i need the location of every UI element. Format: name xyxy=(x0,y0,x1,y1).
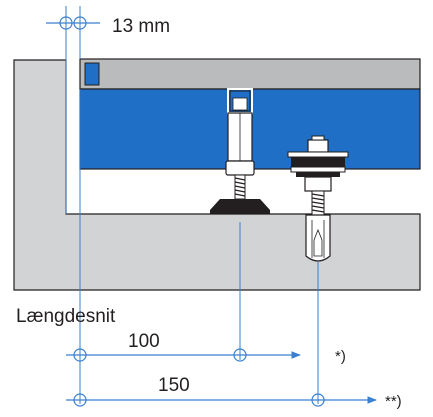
foot-nut xyxy=(225,160,255,176)
anchor-bolt xyxy=(287,135,349,262)
gap-dimension xyxy=(46,6,100,214)
note-2-label: **) xyxy=(385,393,402,410)
foot-housing-window xyxy=(232,97,248,111)
top-rail xyxy=(79,58,421,90)
note-1-label: *) xyxy=(335,348,346,365)
foot-threaded-rod xyxy=(234,174,246,200)
foot-housing-outline xyxy=(229,90,251,112)
foot-base-plate xyxy=(210,210,270,214)
dimension-100 xyxy=(66,348,301,362)
dimension-100-label: 100 xyxy=(128,331,160,352)
top-rail-blue-end xyxy=(84,62,100,86)
foot-base xyxy=(210,199,270,210)
dimension-150-label: 150 xyxy=(158,375,190,396)
gap-dimension-label: 13 mm xyxy=(112,16,170,37)
section-label: Længdesnit xyxy=(16,306,116,327)
dimension-150 xyxy=(66,393,377,407)
